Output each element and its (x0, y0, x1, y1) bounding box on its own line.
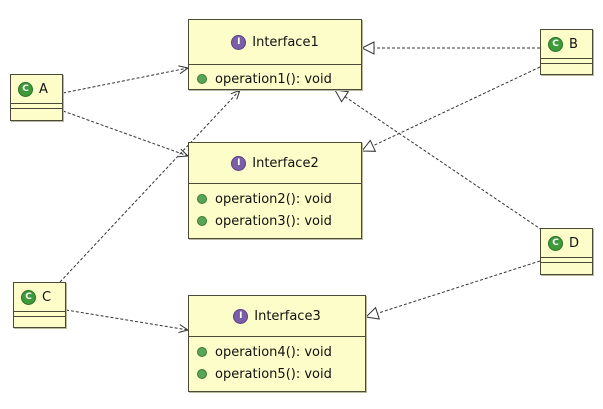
open-arrowhead (178, 324, 190, 333)
interface-icon: I (231, 34, 247, 50)
class-b-box[interactable]: C B (540, 29, 593, 75)
class-a-header: C A (11, 75, 62, 103)
dependency-line-a-interface2 (62, 110, 189, 157)
operation-signature: operation4(): void (215, 344, 332, 360)
operation-signature: operation3(): void (215, 213, 332, 229)
public-method-icon (197, 369, 207, 379)
public-method-icon (197, 216, 207, 226)
open-arrowhead (178, 148, 190, 158)
operation-row[interactable]: operation2(): void (189, 188, 361, 210)
class-d-name: D (569, 235, 580, 251)
public-method-icon (197, 194, 207, 204)
interface2-box[interactable]: I Interface2 operation2(): void operatio… (188, 142, 362, 239)
realization-line-b-interface2 (361, 66, 541, 152)
interface1-header: I Interface1 (189, 20, 361, 64)
interface3-box[interactable]: I Interface3 operation4(): void operatio… (188, 295, 366, 392)
class-d-box[interactable]: C D (540, 228, 593, 275)
open-arrowhead (178, 65, 190, 75)
interface3-header: I Interface3 (189, 296, 365, 336)
realization-line-d-interface3 (365, 260, 541, 318)
hollow-triangle-arrowhead (360, 41, 375, 55)
class-a-box[interactable]: C A (10, 74, 63, 121)
operation-row[interactable]: operation5(): void (189, 363, 365, 385)
operation-signature: operation5(): void (215, 366, 332, 382)
interface2-header: I Interface2 (189, 143, 361, 183)
interface3-name: Interface3 (254, 308, 321, 324)
interface1-name: Interface1 (252, 34, 319, 50)
class-icon: C (18, 81, 33, 97)
hollow-triangle-arrowhead (364, 306, 380, 320)
class-b-name: B (569, 36, 578, 52)
interface1-box[interactable]: I Interface1 operation1(): void (188, 19, 362, 90)
class-c-header: C C (14, 283, 65, 311)
dependency-line-c-interface3 (65, 309, 189, 331)
public-method-icon (197, 74, 207, 84)
hollow-triangle-arrowhead (360, 139, 377, 152)
class-b-header: C B (541, 30, 592, 58)
interface-icon: I (231, 155, 247, 171)
interface2-name: Interface2 (252, 155, 319, 171)
operation-signature: operation2(): void (215, 191, 332, 207)
class-icon: C (21, 289, 36, 305)
operation-row[interactable]: operation3(): void (189, 210, 361, 232)
public-method-icon (197, 347, 207, 357)
interface-icon: I (233, 308, 249, 324)
dependency-line-a-interface1 (62, 67, 189, 94)
class-d-header: C D (541, 229, 592, 257)
class-c-name: C (42, 289, 52, 305)
class-icon: C (548, 235, 563, 251)
class-c-box[interactable]: C C (13, 282, 66, 328)
operation-row[interactable]: operation1(): void (189, 68, 361, 90)
class-icon: C (548, 36, 563, 52)
operation-signature: operation1(): void (215, 71, 332, 87)
class-a-name: A (39, 81, 48, 97)
realization-line-d-interface1 (334, 89, 543, 231)
operation-row[interactable]: operation4(): void (189, 341, 365, 363)
